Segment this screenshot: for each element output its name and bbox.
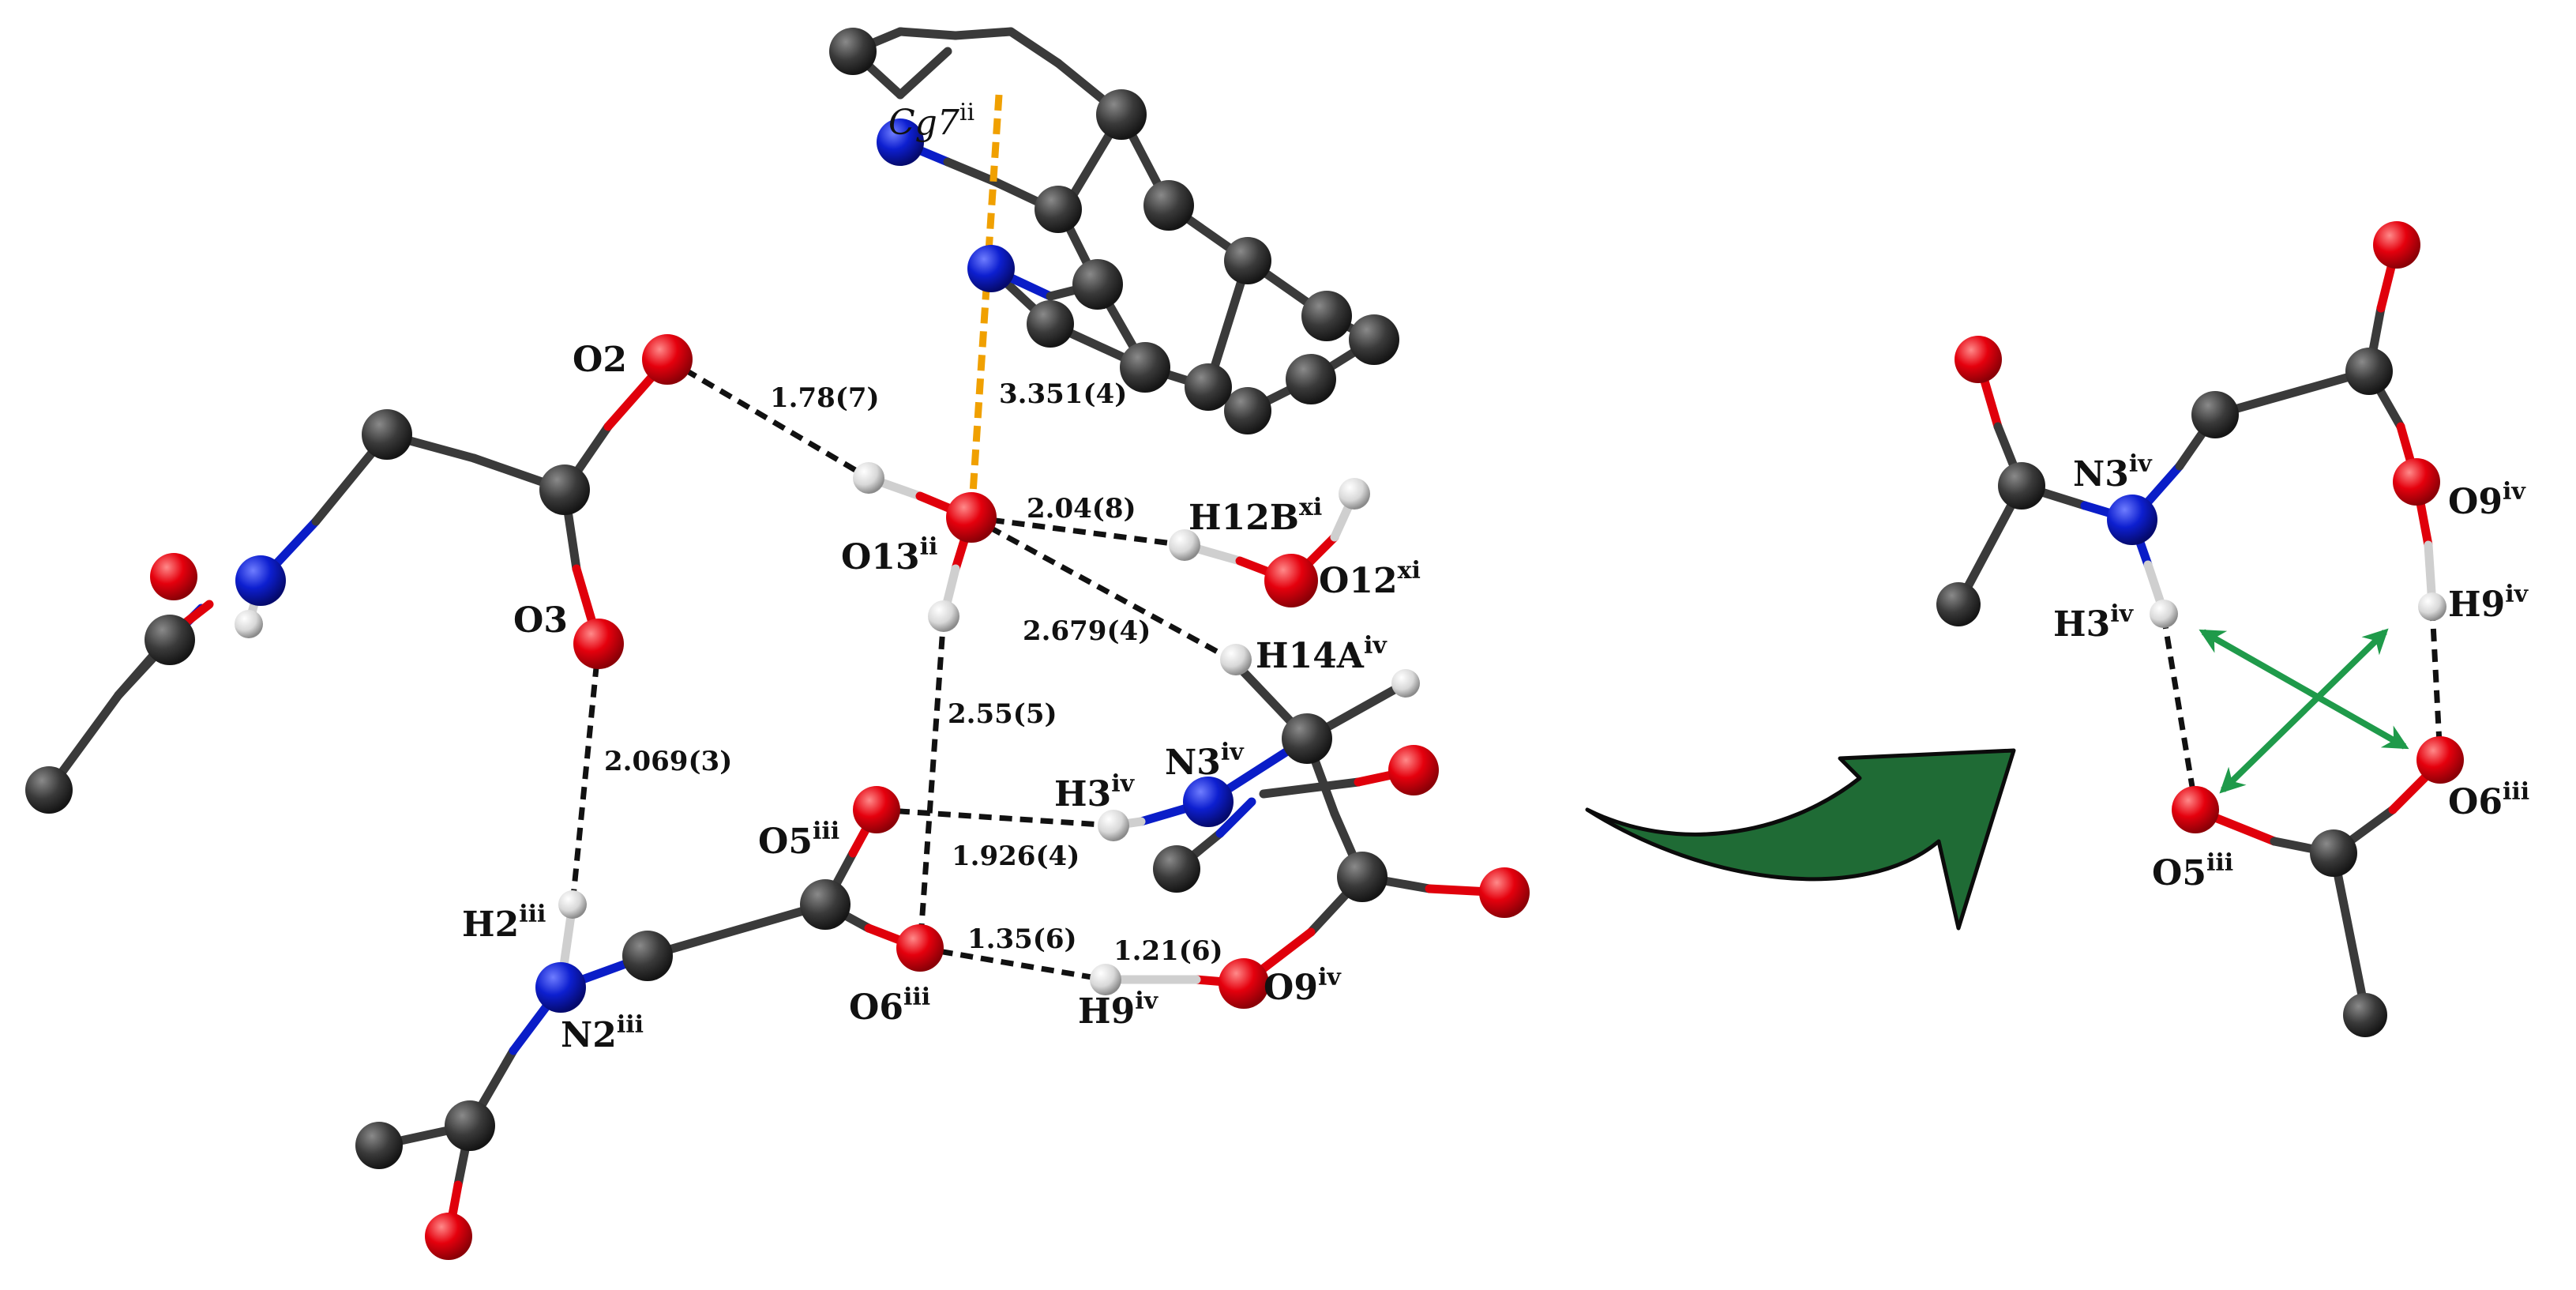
r-label-H9: H9iv	[2448, 581, 2529, 625]
atom-H14A	[1220, 644, 1252, 675]
r-atom-O6	[2416, 736, 2464, 784]
r-label-N3: N3iv	[2073, 450, 2153, 495]
dist-O3-H2: 2.069(3)	[604, 746, 732, 777]
label-H2: H2iii	[462, 901, 546, 945]
label-O3: O3	[513, 600, 568, 641]
right-atom-labels: N3iv O9iv H3iv H9iv O6iii O5iii	[2053, 450, 2529, 893]
atom-O13	[946, 492, 997, 543]
label-N2: N2iii	[561, 1011, 644, 1055]
atom-labels: O2 O3 O13ii H12Bxi O12xi H14Aiv N3iv H3i…	[462, 99, 1421, 1055]
label-O2: O2	[573, 340, 627, 380]
atom-O2	[642, 334, 693, 385]
dist-O2-H: 1.78(7)	[770, 382, 880, 414]
r-atom-H9	[2418, 592, 2446, 621]
dist-H9-O9: 1.21(6)	[1113, 935, 1223, 967]
dist-O5-H3: 1.926(4)	[952, 841, 1080, 872]
r-atom-N3	[2107, 495, 2157, 545]
right-hydrogen-bonds	[2161, 607, 2443, 807]
atom-H9	[1090, 964, 1121, 995]
label-O12: O12xi	[1319, 557, 1421, 601]
label-O9: O9iv	[1264, 964, 1342, 1008]
right-atoms	[1936, 221, 2464, 1037]
dist-O6-H: 1.35(6)	[967, 923, 1077, 955]
atom-O12	[1264, 554, 1318, 607]
atom-H3	[1098, 810, 1129, 841]
label-H9: H9iv	[1078, 987, 1159, 1032]
right-panel: N3iv O9iv H3iv H9iv O6iii O5iii	[1936, 221, 2529, 1037]
atom-O9	[1219, 958, 1269, 1009]
pi-contact-line	[967, 94, 1003, 518]
label-O13: O13ii	[841, 533, 937, 577]
atom-O3	[573, 619, 624, 669]
transition-arrow	[1585, 748, 2016, 931]
left-panel: O2 O3 O13ii H12Bxi O12xi H14Aiv N3iv H3i…	[25, 27, 1530, 1260]
covalent-bonds	[44, 27, 1509, 1241]
label-O6: O6iii	[849, 983, 930, 1028]
dist-O13-H12B: 2.04(8)	[1027, 493, 1136, 525]
swap-arrows	[2199, 628, 2409, 794]
distance-labels: 1.78(7) 3.351(4) 2.04(8) 2.679(4) 2.069(…	[604, 378, 1223, 967]
r-label-O9: O9iv	[2448, 478, 2526, 522]
dist-O13-H14A: 2.679(4)	[1023, 615, 1151, 647]
label-H3: H3iv	[1054, 770, 1136, 814]
atom-H2	[558, 890, 587, 919]
r-label-O6: O6iii	[2448, 778, 2529, 822]
r-label-O5: O5iii	[2152, 849, 2233, 893]
atoms	[25, 28, 1530, 1260]
r-atom-H3	[2150, 600, 2178, 628]
dist-H-O6: 2.55(5)	[948, 698, 1057, 730]
dist-Cg7-O13: 3.351(4)	[999, 378, 1127, 410]
label-H14A: H14Aiv	[1256, 632, 1388, 676]
atom-O5	[853, 786, 900, 833]
label-H12B: H12Bxi	[1188, 494, 1322, 538]
atom-N3	[1183, 777, 1234, 827]
label-Cg7: Cg7ii	[888, 99, 974, 143]
label-N3: N3iv	[1165, 739, 1245, 783]
atom-N2	[535, 962, 586, 1013]
atom-O6	[896, 924, 944, 972]
atom-H12B	[1169, 529, 1200, 561]
r-atom-O5	[2172, 786, 2219, 833]
r-label-H3: H3iv	[2053, 600, 2135, 645]
hydrogen-bonds	[569, 356, 1234, 983]
label-O5: O5iii	[758, 818, 839, 862]
r-atom-O9	[2393, 458, 2440, 506]
